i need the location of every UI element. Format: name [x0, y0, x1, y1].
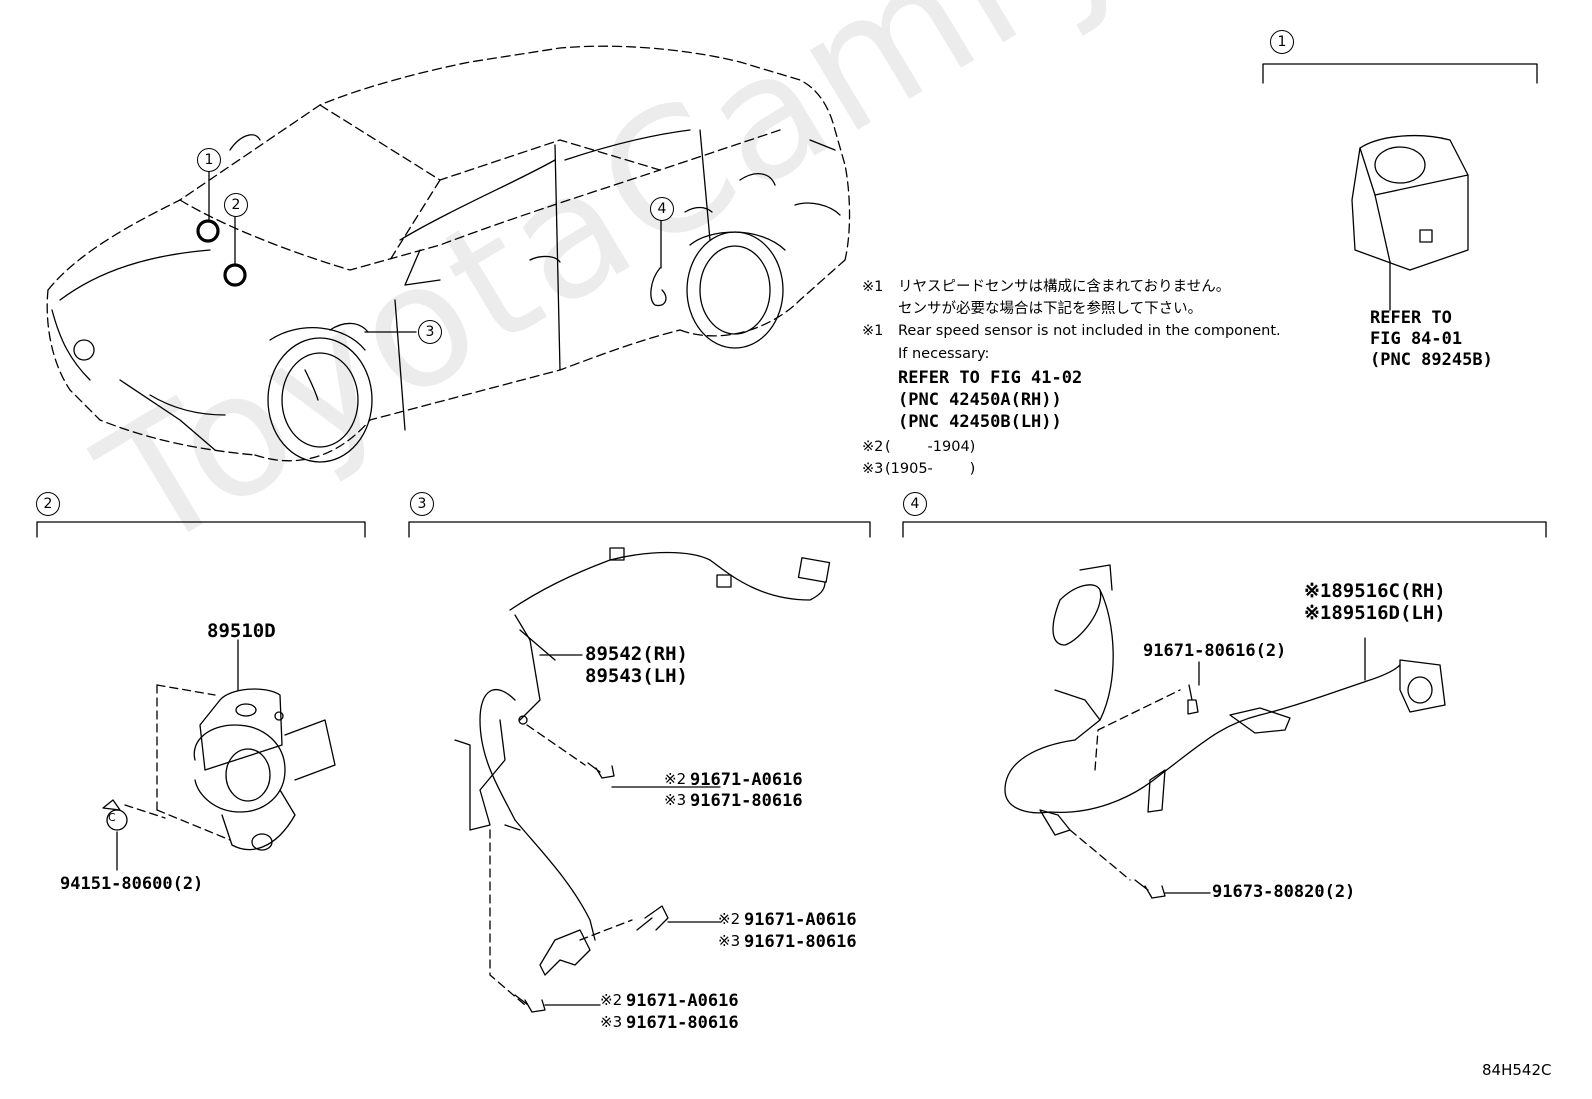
section4-part-rh: ※189516C(RH) — [1304, 580, 1446, 602]
note-m3-text: (1905- ) — [885, 461, 976, 477]
section2-bolt — [102, 799, 128, 871]
section3-part-rh: 89542(RH) — [585, 643, 688, 665]
callout-leaders — [208, 169, 662, 333]
section4-bolt1-pn: 91671-80616(2) — [1143, 641, 1287, 661]
section2-bolt-pn: 94151-80600(2) — [60, 874, 204, 894]
section-3-heading: 3 — [410, 492, 434, 516]
section2-dashes — [124, 684, 231, 841]
note-jp-mark: ※1 — [862, 279, 884, 295]
section3-b-mark2: ※2 — [718, 910, 741, 928]
section4-part-lh: ※189516D(LH) — [1304, 602, 1446, 624]
note-en-line1: Rear speed sensor is not included in the… — [898, 323, 1281, 339]
vehicle-solid-lines — [51, 129, 841, 463]
note-refer-line3: (PNC 42450B(LH)) — [898, 412, 1062, 432]
section3-b-mark3: ※3 — [718, 932, 741, 950]
section4-dashes — [1069, 689, 1181, 881]
section-2-heading: 2 — [36, 492, 60, 516]
callout-1-car: 1 — [197, 148, 221, 172]
section3-a-pn2: 91671-A0616 — [690, 770, 803, 790]
note-jp-line1: リヤスピードセンサは構成に含まれておりません。 — [898, 279, 1231, 295]
section3-c-mark2: ※2 — [600, 991, 623, 1009]
note-m3-mark: ※3 — [862, 461, 884, 477]
section4-harness — [1004, 564, 1446, 836]
section3-bolts — [514, 762, 721, 1013]
section3-b-pn2: 91671-A0616 — [744, 910, 857, 930]
note-en-line2: If necessary: — [898, 346, 990, 362]
section1-refer-line3: (PNC 89245B) — [1370, 350, 1493, 370]
note-en-mark: ※1 — [862, 323, 884, 339]
section3-b-pn3: 91671-80616 — [744, 932, 857, 952]
section3-c-pn3: 91671-80616 — [626, 1013, 739, 1033]
section4-bolt2-pn: 91673-80820(2) — [1212, 882, 1356, 902]
section2-bolt-mark: C — [108, 811, 116, 824]
section1-sensor — [1351, 134, 1469, 311]
section3-a-pn3: 91671-80616 — [690, 791, 803, 811]
vehicle-outline — [46, 45, 851, 462]
note-jp-line2: センサが必要な場合は下記を参照して下さい。 — [898, 301, 1203, 317]
callout-3-car: 3 — [418, 320, 442, 344]
section3-c-mark3: ※3 — [600, 1013, 623, 1031]
note-m2-mark: ※2 — [862, 439, 884, 455]
section3-dashes — [489, 724, 633, 1006]
section3-a-mark2: ※2 — [664, 770, 687, 788]
section3-a-mark3: ※3 — [664, 791, 687, 809]
note-refer-line2: (PNC 42450A(RH)) — [898, 390, 1062, 410]
note-m2-text: ( -1904) — [885, 439, 976, 455]
section1-refer-line2: FIG 84-01 — [1370, 329, 1463, 349]
section-brackets — [36, 63, 1547, 538]
section4-bolts — [1134, 661, 1211, 899]
callout-rings — [196, 219, 247, 287]
section2-part-main: 89510D — [207, 620, 276, 642]
section-4-heading: 4 — [903, 492, 927, 516]
note-refer-line1: REFER TO FIG 41-02 — [898, 368, 1083, 388]
callout-4-car: 4 — [650, 197, 674, 221]
section3-part-lh: 89543(LH) — [585, 665, 688, 687]
section3-harness — [454, 547, 831, 976]
section2-sensor — [193, 639, 336, 851]
section1-refer-line1: REFER TO — [1370, 308, 1452, 328]
callout-2-car: 2 — [224, 193, 248, 217]
figure-code: 84H542C — [1482, 1061, 1552, 1079]
section-1-heading: 1 — [1270, 30, 1294, 54]
section3-c-pn2: 91671-A0616 — [626, 991, 739, 1011]
